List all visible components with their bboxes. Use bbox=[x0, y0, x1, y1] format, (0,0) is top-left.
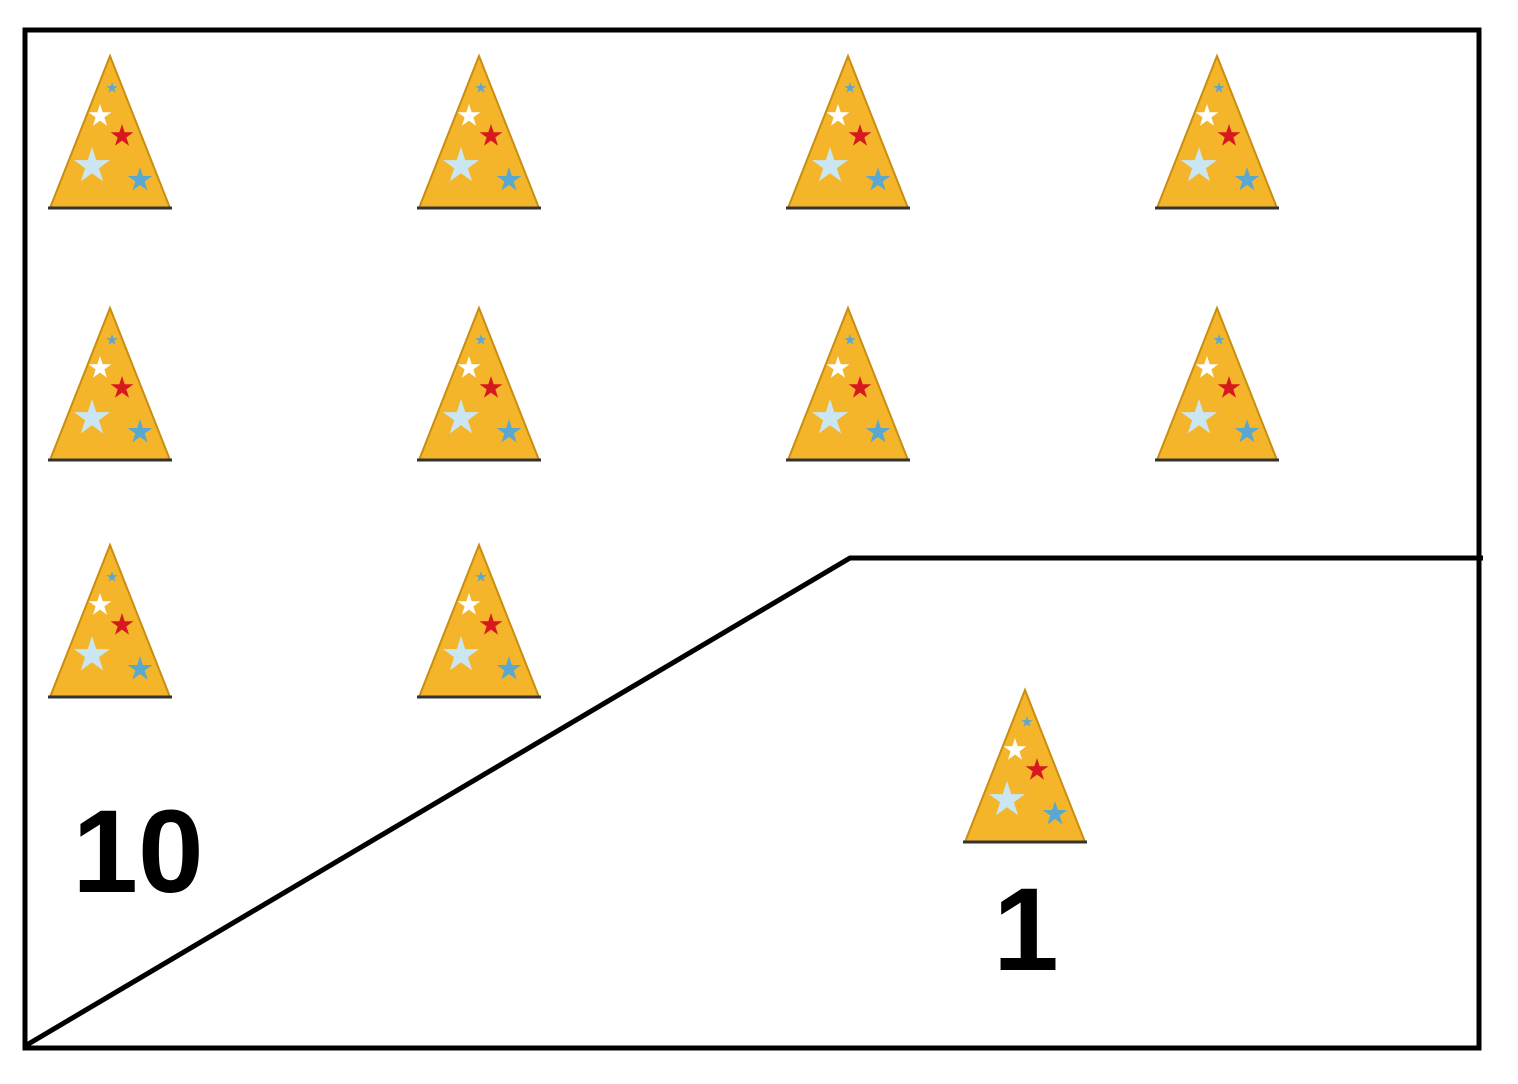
party-hat-icon bbox=[1155, 305, 1279, 462]
party-hat-icon bbox=[48, 53, 172, 210]
hat-body bbox=[1155, 305, 1279, 461]
diagram-frame bbox=[22, 27, 1483, 1051]
hat-body bbox=[963, 687, 1087, 843]
hat-body bbox=[786, 305, 910, 461]
party-hat-icon bbox=[786, 305, 910, 462]
party-hat-icon bbox=[963, 687, 1087, 844]
party-hat-icon bbox=[417, 53, 541, 210]
outer-border bbox=[22, 27, 1482, 1051]
party-hat-icon bbox=[1155, 53, 1279, 210]
hat-group-one bbox=[963, 687, 1087, 844]
party-hat-icon bbox=[417, 305, 541, 462]
party-hat-icon bbox=[48, 305, 172, 462]
party-hat-icon bbox=[48, 542, 172, 699]
hat-body bbox=[417, 305, 541, 461]
party-hat-icon bbox=[786, 53, 910, 210]
hat-body bbox=[417, 542, 541, 698]
hat-body bbox=[786, 53, 910, 209]
count-label-one: 1 bbox=[993, 864, 1059, 996]
hat-body bbox=[48, 542, 172, 698]
hat-body bbox=[417, 53, 541, 209]
hat-body bbox=[48, 305, 172, 461]
hat-body bbox=[1155, 53, 1279, 209]
hat-body bbox=[48, 53, 172, 209]
hat-group-ten bbox=[48, 53, 1279, 699]
divider-line bbox=[23, 555, 1483, 1049]
count-label-ten: 10 bbox=[72, 786, 203, 918]
party-hat-icon bbox=[417, 542, 541, 699]
